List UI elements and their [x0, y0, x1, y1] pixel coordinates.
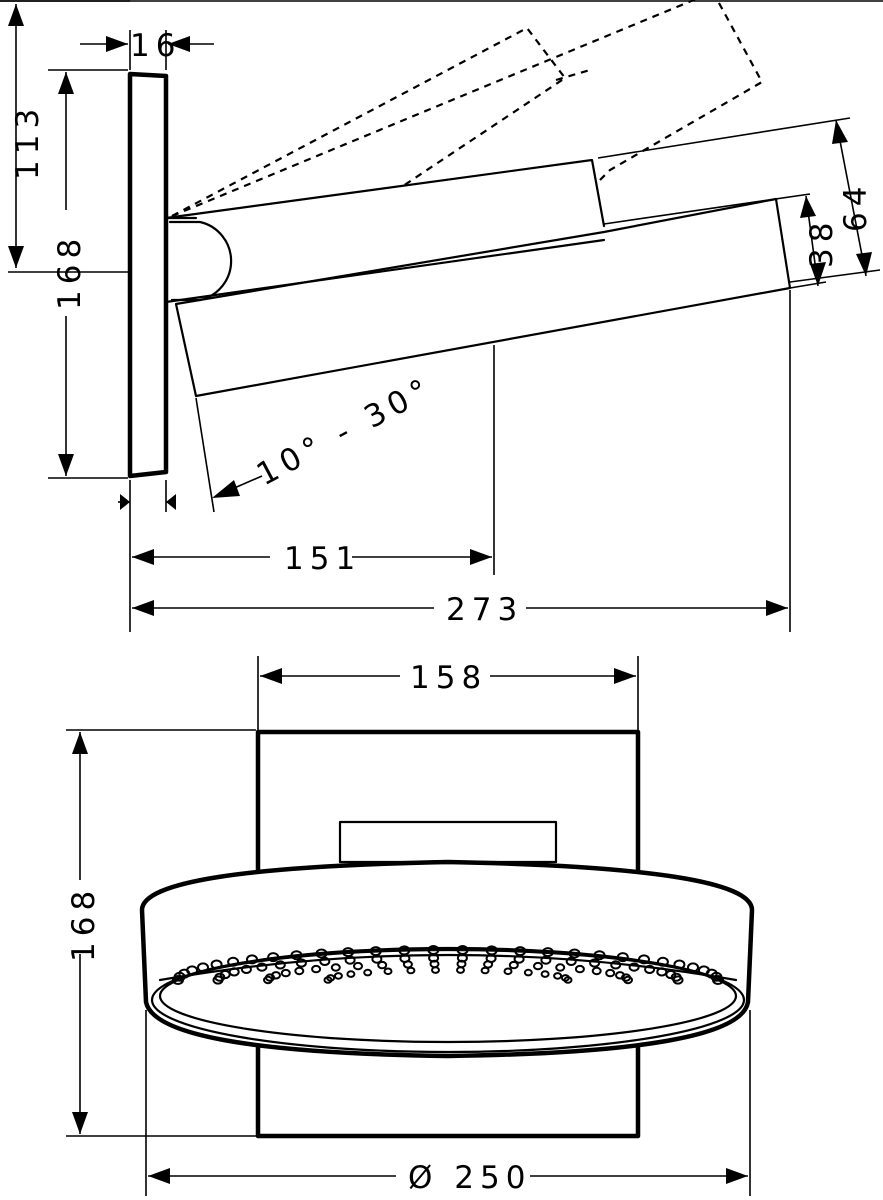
spray-nozzle [346, 970, 356, 978]
spray-nozzle [344, 955, 356, 965]
spray-nozzle [383, 967, 393, 976]
swivel-joint [168, 220, 233, 302]
spray-nozzle [605, 968, 616, 978]
spray-nozzle [628, 962, 640, 972]
spray-nozzle [644, 964, 656, 975]
spray-nozzle [240, 964, 252, 975]
dim-top-offset-label: 113 [10, 103, 46, 180]
spray-nozzle [503, 967, 513, 976]
spray-nozzle [280, 968, 291, 978]
spray-nozzle [508, 960, 519, 970]
spray-nozzle [687, 962, 699, 973]
spray-nozzle [295, 958, 307, 968]
dim-head-thickness-outer-label: 64 [838, 181, 874, 232]
wall-plate-side [127, 71, 169, 479]
front-view: 158 168 Ø 250 [66, 656, 755, 1196]
spray-nozzle [533, 961, 543, 971]
dim-tilt-range: 10° - 30° [212, 370, 440, 498]
spray-nozzle [638, 954, 650, 965]
spray-nozzle [589, 958, 601, 968]
spray-nozzle [210, 959, 223, 970]
spray-nozzle [294, 966, 305, 976]
spray-nozzle [246, 954, 258, 965]
spray-nozzle [267, 952, 280, 963]
spray-nozzle [480, 966, 490, 975]
shower-head-front [139, 859, 755, 1059]
dim-plate-width-label: 158 [410, 660, 487, 696]
dim-tilt-range-label: 10° - 30° [251, 370, 440, 493]
dim-plate-thickness-label: 16 [130, 28, 181, 64]
spray-nozzle [406, 966, 416, 975]
spray-nozzle [565, 956, 577, 967]
spray-nozzle [333, 972, 343, 980]
dim-plate-thickness-bottom [118, 494, 176, 510]
spray-nozzle [483, 960, 494, 969]
dim-plate-height-front-label: 168 [66, 885, 102, 962]
spray-nozzle [330, 963, 341, 972]
spray-nozzle [672, 975, 684, 985]
spray-nozzle [319, 956, 331, 967]
spray-nozzle [311, 964, 322, 974]
dim-top-offset: 113 [8, 4, 46, 268]
spray-nozzle [616, 952, 629, 963]
spray-nozzle [656, 956, 669, 967]
dim-plate-width: 158 [260, 660, 636, 696]
dim-plate-height-front: 168 [66, 732, 102, 1134]
spray-nozzle [377, 960, 388, 970]
spray-nozzle [197, 962, 209, 973]
dim-total-projection: 273 [132, 592, 788, 628]
spray-nozzle [186, 965, 199, 976]
tilt-ghost-outline [171, 0, 764, 218]
spray-nozzle [290, 950, 303, 961]
side-view: 16 113 168 38 [0, 0, 883, 632]
dim-head-thickness-inner-label: 38 [804, 217, 840, 268]
spray-nozzle [371, 954, 383, 964]
spray-nozzle [353, 961, 363, 971]
shower-arm [164, 158, 606, 304]
spray-nozzle [271, 971, 281, 980]
shower-head-side [174, 197, 792, 398]
dim-plate-height-side: 168 [52, 72, 88, 476]
spray-nozzle [540, 955, 552, 965]
dim-total-projection-label: 273 [446, 592, 523, 628]
spray-nozzle [568, 948, 581, 959]
dim-plate-thickness: 16 [80, 28, 214, 64]
spray-nozzle [513, 954, 525, 964]
spray-nozzle [228, 967, 240, 977]
spray-nozzle [553, 972, 563, 980]
spray-face-rim [150, 946, 746, 1054]
spray-nozzle [274, 960, 286, 970]
spray-nozzle [363, 968, 373, 977]
spray-nozzle [563, 976, 573, 984]
spray-nozzle [591, 966, 602, 976]
spray-nozzle [555, 963, 566, 972]
spray-nozzle [456, 966, 465, 974]
spray-nozzle [431, 966, 440, 974]
spray-nozzle [256, 962, 268, 972]
spray-nozzle [523, 968, 533, 977]
dim-head-diameter: Ø 250 [148, 1160, 748, 1196]
spray-face [158, 948, 738, 1044]
spray-nozzle [673, 959, 686, 970]
spray-nozzle [227, 956, 240, 967]
spray-nozzle [540, 970, 550, 978]
dim-center-distance: 151 [132, 541, 492, 577]
dim-center-distance-label: 151 [284, 541, 361, 577]
dim-head-diameter-label: Ø 250 [408, 1160, 531, 1196]
spray-nozzle [712, 975, 724, 985]
dim-head-thickness: 38 64 [800, 119, 874, 287]
extension-lines-side [0, 0, 883, 632]
spray-nozzle [402, 960, 413, 969]
spray-nozzle [623, 975, 633, 985]
spray-nozzle [574, 964, 585, 974]
spray-nozzle [315, 948, 328, 959]
spray-nozzle [326, 974, 336, 982]
extension-lines-front [66, 656, 751, 1196]
spray-nozzle [593, 950, 606, 961]
spray-nozzles [172, 945, 724, 985]
dim-plate-height-side-label: 168 [52, 233, 88, 310]
spray-nozzle [610, 960, 622, 970]
